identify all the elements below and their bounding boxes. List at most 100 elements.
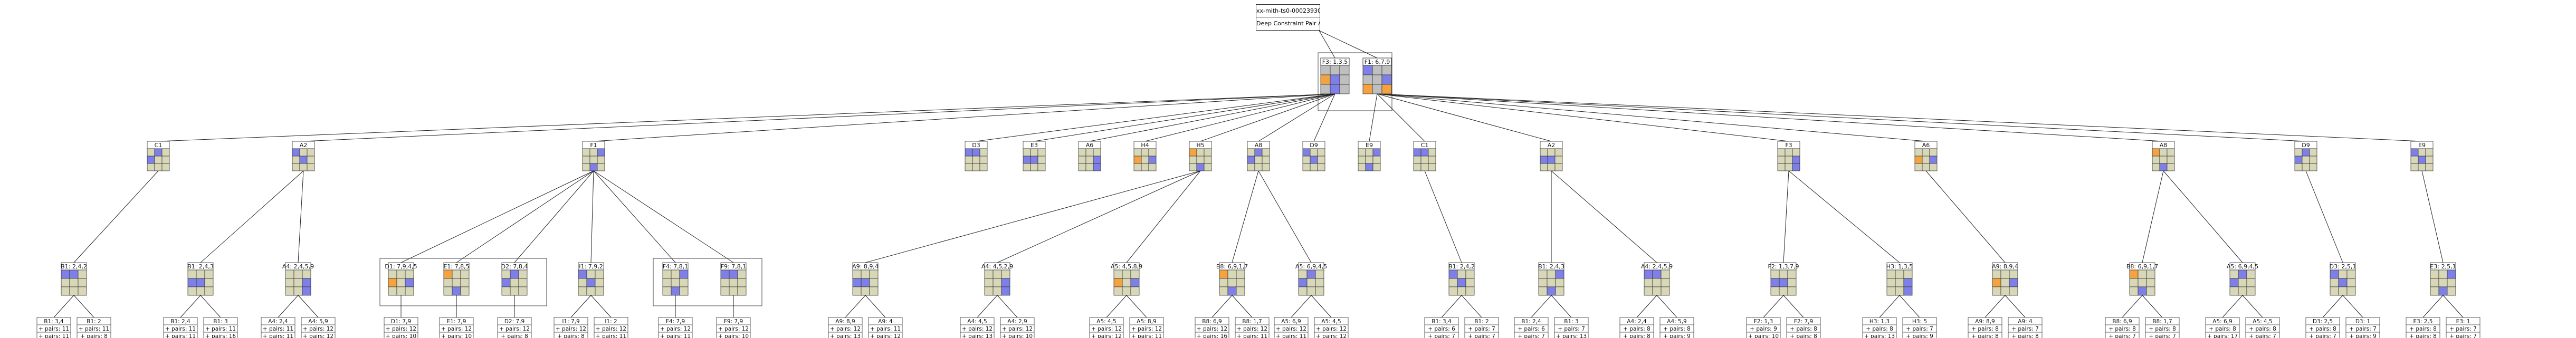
leaf-label: B1: 3 [213, 318, 227, 325]
grid-cell [1787, 278, 1797, 287]
grid-cell [396, 278, 406, 287]
grid-cell [1413, 163, 1421, 171]
grid-cell [1254, 163, 1263, 171]
grid-cell [2238, 269, 2247, 279]
level2-node-grid [1448, 269, 1475, 296]
leaf-node: B1: 2,4+ pairs: 11+ pairs: 11 [163, 317, 198, 338]
grid-cell [1358, 163, 1366, 171]
tree-edge [976, 93, 1335, 142]
grid-cell [2309, 156, 2317, 164]
grid-cell [965, 163, 973, 171]
leaf-label: E3: 2,5 [2413, 318, 2433, 325]
grid-cell [671, 278, 680, 287]
grid-cell [1298, 269, 1308, 279]
level2-label: B1: 2,4,3 [187, 263, 214, 270]
grid-cell [1196, 156, 1205, 164]
tree-edge [1232, 295, 1253, 318]
leaf-label: B1: 3 [1564, 318, 1578, 325]
tree-edge [1879, 295, 1900, 318]
grid-cell [1358, 156, 1366, 164]
grid-cell [1130, 269, 1140, 279]
grid-cell [1661, 286, 1670, 296]
grid-cell [729, 286, 738, 296]
grid-cell [1219, 286, 1228, 296]
grid-cell [1122, 269, 1131, 279]
grid-cell [1787, 286, 1797, 296]
grid-cell [1306, 269, 1316, 279]
grid-cell [1540, 148, 1548, 157]
leaf-label: B1: 2,4 [170, 318, 190, 325]
grid-cell [61, 278, 70, 287]
grid-cell [2229, 286, 2239, 296]
tree-edge [400, 170, 594, 263]
grid-cell [1262, 156, 1270, 164]
grid-cell [2346, 278, 2356, 287]
level2-node-grid [1886, 269, 1913, 296]
leaf-label: A4: 5,9 [308, 318, 328, 325]
grid-cell [285, 269, 294, 279]
grid-cell [1148, 163, 1157, 171]
level2-node-grid [578, 269, 604, 296]
grid-cell [1547, 278, 1556, 287]
leaf-pairs: + pairs: 11 [596, 333, 626, 338]
tree-edge [1656, 295, 1677, 318]
grid-cell [443, 278, 453, 287]
level1-node-grid [1133, 148, 1157, 171]
grid-cell [1448, 286, 1458, 296]
root-subtitle: Deep Constraint Pair Analysis [1256, 20, 1320, 27]
leaf-pairs: + pairs: 7 [2349, 326, 2377, 332]
grid-cell [501, 269, 511, 279]
grid-cell [1113, 286, 1123, 296]
grid-cell [1189, 163, 1197, 171]
grid-cell [1555, 269, 1564, 279]
tree-edge [200, 295, 221, 318]
grid-cell [1078, 163, 1086, 171]
tree-edge [73, 170, 159, 263]
grid-cell [1302, 148, 1311, 157]
grid-cell [2330, 278, 2339, 287]
tree-edge [593, 170, 676, 263]
grid-cell [161, 156, 170, 164]
leaf-label: I1: 7,9 [562, 318, 579, 325]
leaf-box [1195, 317, 1229, 338]
grid-cell [1330, 84, 1340, 94]
grid-cell [993, 286, 1002, 296]
grid-cell [1381, 65, 1392, 75]
tree-edge [2422, 295, 2444, 318]
grid-cell [196, 269, 205, 279]
leaf-node: A5: 4,5+ pairs: 12+ pairs: 12 [1089, 317, 1124, 338]
grid-cell [147, 156, 155, 164]
grid-cell [1204, 163, 1212, 171]
grid-cell [1310, 163, 1318, 171]
grid-cell [1306, 286, 1316, 296]
grid-cell [1141, 148, 1149, 157]
leaf-pairs: + pairs: 10 [718, 333, 749, 338]
leaf-node: I1: 7,9+ pairs: 12+ pairs: 8 [554, 317, 588, 338]
grid-cell [307, 163, 315, 171]
leaf-box [716, 317, 751, 338]
leaf-pairs: + pairs: 8 [2209, 326, 2236, 332]
grid-cell [154, 163, 163, 171]
leaf-pairs: + pairs: 12 [962, 326, 993, 332]
leaf-pairs: + pairs: 12 [1316, 326, 1347, 332]
grid-cell [1247, 163, 1255, 171]
tree-edge [593, 93, 1335, 142]
leaf-pairs: + pairs: 12 [830, 326, 861, 332]
leaf-pairs: + pairs: 12 [303, 326, 333, 332]
grid-cell [1914, 163, 1923, 171]
level2-node-grid [720, 269, 747, 296]
leaf-node: E1: 7,9+ pairs: 12+ pairs: 10 [439, 317, 474, 338]
leaf-node: I1: 2+ pairs: 12+ pairs: 11 [594, 317, 628, 338]
grid-cell [204, 269, 214, 279]
tree-edge [1319, 30, 1378, 59]
leaf-pairs: + pairs: 8 [1790, 326, 1817, 332]
level2-label: A4: 2,4,5,9 [1641, 263, 1673, 270]
leaf-box [1235, 317, 1270, 338]
grid-cell [595, 269, 604, 279]
grid-cell [61, 269, 70, 279]
grid-cell [1428, 163, 1436, 171]
grid-cell [1428, 156, 1436, 164]
leaf-node: H3: 1,3+ pairs: 8+ pairs: 13 [1862, 317, 1897, 338]
grid-cell [1023, 148, 1031, 157]
leaf-pairs: + pairs: 12 [1197, 326, 1227, 332]
